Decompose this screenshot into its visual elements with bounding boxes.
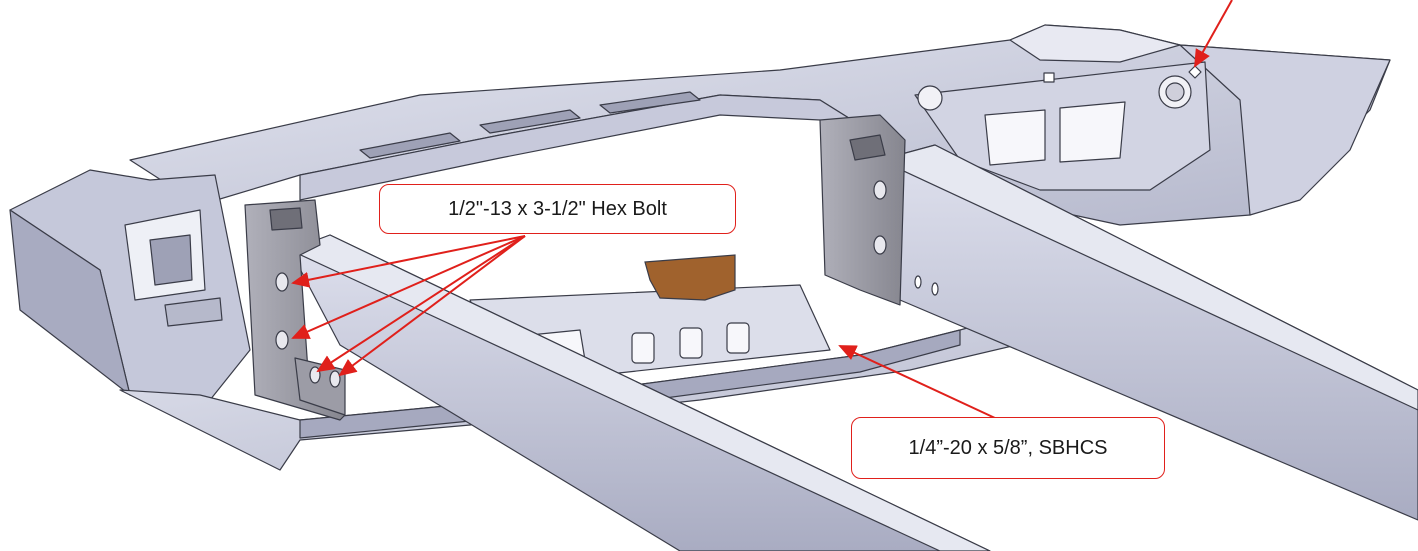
sbhcs-label: 1/4”-20 x 5/8”, SBHCS — [908, 436, 1108, 459]
bronze-part — [644, 254, 736, 301]
leader-line-3 — [316, 235, 526, 373]
hex-bolt-label: 1/2"-13 x 3-1/2" Hex Bolt — [448, 197, 667, 220]
bumper-right-end — [914, 61, 1211, 191]
leader-line-2 — [291, 235, 526, 339]
top-right-leader-line — [1194, 0, 1233, 68]
bumper-left-end — [9, 169, 251, 401]
leader-line-4 — [338, 235, 526, 377]
sbhcs-leader-line — [838, 345, 996, 419]
right-frame-rail — [879, 144, 1418, 521]
right-mount-bracket — [819, 114, 906, 306]
sbhcs-callout: 1/4”-20 x 5/8”, SBHCS — [851, 417, 1165, 479]
leader-line-1 — [291, 235, 526, 288]
left-mount-bracket — [244, 199, 346, 421]
hex-bolt-leaders — [291, 235, 526, 377]
hex-bolt-callout: 1/2"-13 x 3-1/2" Hex Bolt — [379, 184, 736, 234]
